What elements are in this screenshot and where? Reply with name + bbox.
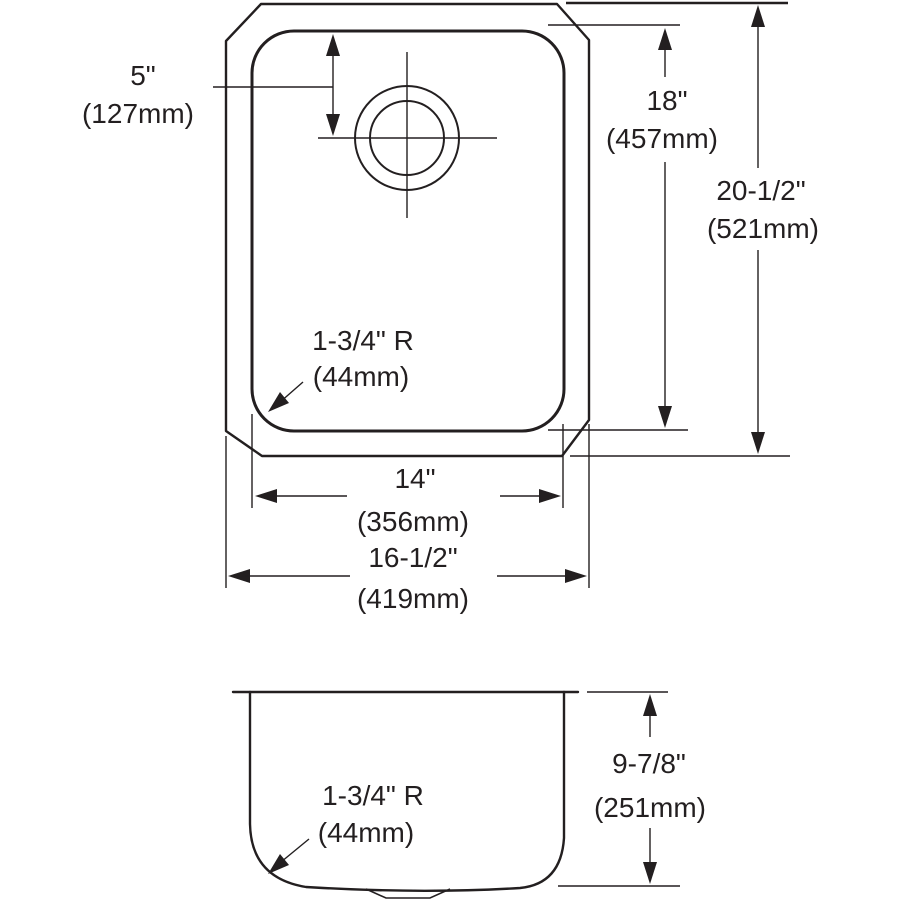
section-drain-bump [365,888,451,899]
bowl-length-arrow-down [658,406,672,428]
section-bowl-outline [248,690,566,892]
bowl-width-arrow-right [539,489,561,503]
section-radius-arrowhead [268,854,289,874]
section-view: 1-3/4" R (44mm) 9-7/8" (251mm) [231,690,706,899]
overall-width-arrow-left [228,569,250,583]
overall-width-label-mm: (419mm) [357,583,469,614]
plan-inner-bowl-outline [250,29,566,433]
overall-length-arrow-up [751,5,765,27]
bowl-width-label-mm: (356mm) [357,506,469,537]
bowl-length-label-in: 18" [646,85,687,116]
drain-offset-label-mm: (127mm) [82,98,194,129]
drain-offset-label-in: 5" [130,60,156,91]
plan-view: 5" (127mm) 18" (457mm) 20-1/2" (521mm) 1… [82,1,819,614]
overall-length-label-in: 20-1/2" [716,175,805,206]
section-radius-label-mm: (44mm) [318,817,414,848]
section-radius-label-in: 1-3/4" R [322,780,424,811]
bowl-width-label-in: 14" [394,463,435,494]
plan-radius-arrowhead [268,392,289,412]
drain-offset-arrow-up [326,34,340,56]
plan-outer-rim-outline [224,2,591,458]
depth-arrow-up [643,694,657,716]
depth-label-mm: (251mm) [594,792,706,823]
drain-offset-arrow-down [326,114,340,136]
section-radius-leader [280,838,310,863]
depth-arrow-down [643,862,657,884]
bowl-length-label-mm: (457mm) [606,123,718,154]
overall-length-arrow-down [751,432,765,454]
bowl-width-arrow-left [255,489,277,503]
plan-radius-label-mm: (44mm) [313,361,409,392]
depth-label-in: 9-7/8" [612,748,686,779]
bowl-length-arrow-up [658,28,672,50]
overall-width-label-in: 16-1/2" [368,542,457,573]
overall-length-label-mm: (521mm) [707,213,819,244]
overall-width-arrow-right [565,569,587,583]
plan-radius-label-in: 1-3/4" R [312,325,414,356]
